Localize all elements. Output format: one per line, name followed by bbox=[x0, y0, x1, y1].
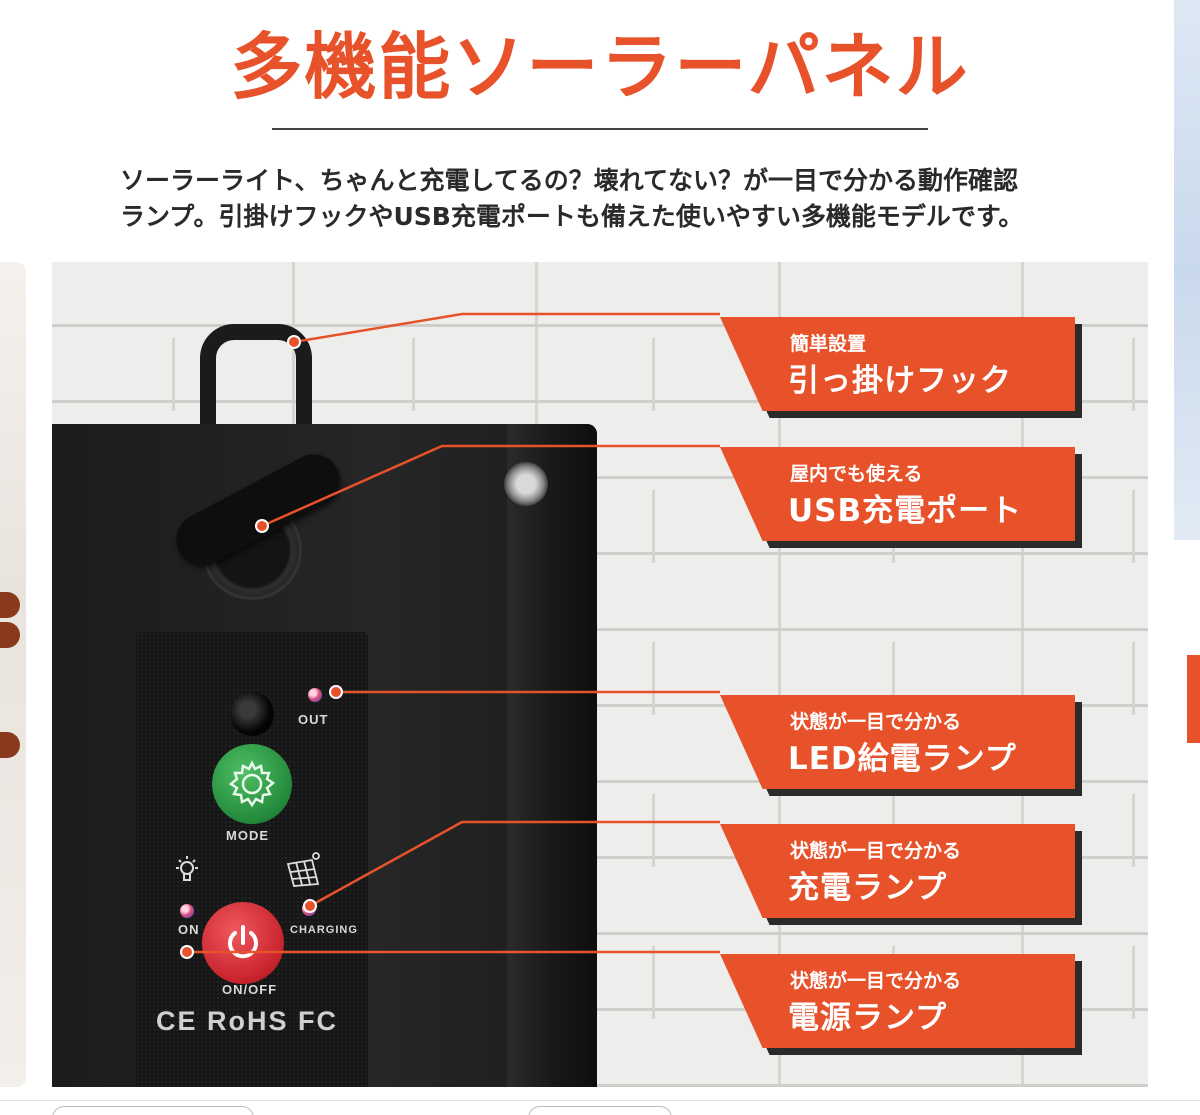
callout-power-caption: 状態が一目で分かる bbox=[790, 970, 962, 992]
callout-power-lamp: 状態が一目で分かる 電源ランプ bbox=[720, 954, 1075, 1048]
out-label: OUT bbox=[298, 712, 329, 727]
charging-led bbox=[302, 902, 316, 916]
subtitle: ソーラーライト、ちゃんと充電してるの？壊れてない？が一目で分かる動作確認 ランプ… bbox=[120, 163, 1100, 235]
screw bbox=[504, 462, 548, 506]
callout-led-title: LED給電ランプ bbox=[788, 741, 1017, 777]
on-led bbox=[180, 904, 194, 918]
callout-charging-lamp: 状態が一目で分かる 充電ランプ bbox=[720, 824, 1075, 918]
certification-marks: CE RoHS FC bbox=[156, 1006, 338, 1036]
bulb-icon bbox=[176, 856, 198, 881]
callout-power-title: 電源ランプ bbox=[788, 1000, 948, 1036]
gear-icon bbox=[228, 760, 276, 808]
callout-hook: 簡単設置 引っ掛けフック bbox=[720, 317, 1075, 411]
solar-panel-edge bbox=[507, 424, 597, 1087]
power-icon bbox=[228, 925, 258, 959]
out-led bbox=[308, 688, 322, 702]
callout-usb-caption: 屋内でも使える bbox=[790, 463, 923, 485]
power-button bbox=[202, 902, 284, 984]
callout-charging-title: 充電ランプ bbox=[788, 870, 948, 906]
mode-button bbox=[212, 744, 292, 824]
callout-led-power-lamp: 状態が一目で分かる LED給電ランプ bbox=[720, 695, 1075, 789]
charging-label: CHARGING bbox=[290, 924, 358, 936]
title-divider bbox=[272, 128, 928, 130]
callout-hook-caption: 簡単設置 bbox=[790, 333, 867, 355]
hanging-hook bbox=[200, 324, 312, 454]
on-label: ON bbox=[178, 922, 200, 937]
next-slide-image[interactable] bbox=[1174, 0, 1200, 540]
page-title: 多機能ソーラーパネル bbox=[230, 25, 970, 109]
next-slide-accent bbox=[1187, 655, 1200, 743]
product-photo: OUT MODE ON CHARGING bbox=[52, 262, 1148, 1087]
callout-charging-caption: 状態が一目で分かる bbox=[790, 840, 962, 862]
subtitle-line-2: ランプ。引掛けフックやUSB充電ポートも備えた使いやすい多機能モデルです。 bbox=[120, 202, 1024, 231]
previous-slide-image[interactable] bbox=[0, 262, 26, 1087]
onoff-label: ON/OFF bbox=[222, 982, 278, 997]
callout-hook-title: 引っ掛けフック bbox=[788, 363, 1012, 399]
bottom-tab-left[interactable] bbox=[52, 1106, 254, 1115]
callout-usb-port: 屋内でも使える USB充電ポート bbox=[720, 447, 1075, 541]
subtitle-line-1: ソーラーライト、ちゃんと充電してるの？壊れてない？が一目で分かる動作確認 bbox=[120, 166, 1019, 195]
callout-led-caption: 状態が一目で分かる bbox=[790, 711, 962, 733]
callout-usb-title: USB充電ポート bbox=[788, 493, 1023, 529]
light-sensor bbox=[230, 692, 274, 736]
mode-label: MODE bbox=[226, 828, 269, 843]
bottom-tab-center[interactable] bbox=[528, 1106, 672, 1115]
solar-panel-icon bbox=[286, 852, 320, 887]
